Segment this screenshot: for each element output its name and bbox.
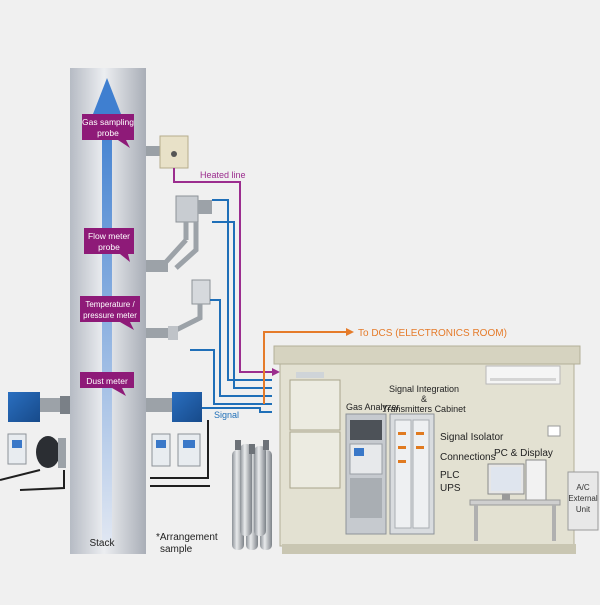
gas-probe-text-1: Gas sampling xyxy=(82,117,134,127)
signal-integration-label-3: Transmitters Cabinet xyxy=(382,404,466,414)
heated-line xyxy=(173,168,272,373)
gas-analyzer-label: Gas Analyzer xyxy=(346,402,400,412)
signal-terminal xyxy=(296,372,324,378)
stack-label: Stack xyxy=(89,538,115,549)
to-dcs-label: To DCS (ELECTRONICS ROOM) xyxy=(358,328,507,339)
signal-lines xyxy=(190,199,272,413)
gas-sampling-probe-label: Gas sampling probe xyxy=(82,114,134,148)
ac-text-2: External xyxy=(568,494,598,503)
gas-probe-text-2: probe xyxy=(97,128,119,138)
signal-integration-label-1: Signal Integration xyxy=(389,384,459,394)
gas-analyzer-cabinet xyxy=(345,413,387,535)
air-conditioner xyxy=(485,365,561,385)
signal-integration-label-2: & xyxy=(421,394,427,404)
dust-meter-left xyxy=(8,392,70,422)
dust-meter-label: Dust meter xyxy=(80,372,134,396)
signal-integration-cabinet xyxy=(389,413,435,535)
ac-external-unit: A/C External Unit xyxy=(567,471,599,531)
temp-text-1: Temperature / xyxy=(85,300,135,309)
signal-label: Signal xyxy=(214,410,239,420)
flow-probe-text-2: probe xyxy=(98,242,120,252)
heated-line-label: Heated line xyxy=(200,170,246,180)
arrangement-label-2: sample xyxy=(160,544,193,555)
arrangement-label-1: *Arrangement xyxy=(156,532,218,543)
temperature-pressure-label: Temperature / pressure meter xyxy=(80,296,140,330)
ac-text-1: A/C xyxy=(576,483,590,492)
flow-meter-probe xyxy=(146,195,212,272)
pc-display xyxy=(469,459,561,541)
thermostat xyxy=(547,425,561,437)
ups-label: UPS xyxy=(440,483,461,494)
pc-display-label: PC & Display xyxy=(494,448,553,459)
signal-isolator-label: Signal Isolator xyxy=(440,432,504,443)
gas-cylinders xyxy=(232,440,272,550)
temp-text-2: pressure meter xyxy=(83,311,137,320)
dcs-arrow xyxy=(346,328,354,336)
flow-arrow-shaft xyxy=(102,110,112,540)
ac-text-3: Unit xyxy=(576,505,591,514)
dust-text: Dust meter xyxy=(86,376,128,386)
left-transmitters xyxy=(7,433,66,468)
gas-sampling-probe xyxy=(146,135,189,169)
flow-arrow-head xyxy=(93,78,121,114)
flow-probe-text-1: Flow meter xyxy=(88,231,130,241)
heated-line-arrow xyxy=(272,368,280,376)
right-transmitters xyxy=(151,433,201,467)
temperature-pressure-meter xyxy=(146,279,211,340)
dust-meter-cables xyxy=(0,420,210,491)
flow-meter-probe-label: Flow meter probe xyxy=(84,228,134,262)
connections-label: Connections xyxy=(440,452,496,463)
dcs-line xyxy=(263,331,346,404)
plc-label: PLC xyxy=(440,470,459,481)
dust-meter-right xyxy=(146,392,202,422)
